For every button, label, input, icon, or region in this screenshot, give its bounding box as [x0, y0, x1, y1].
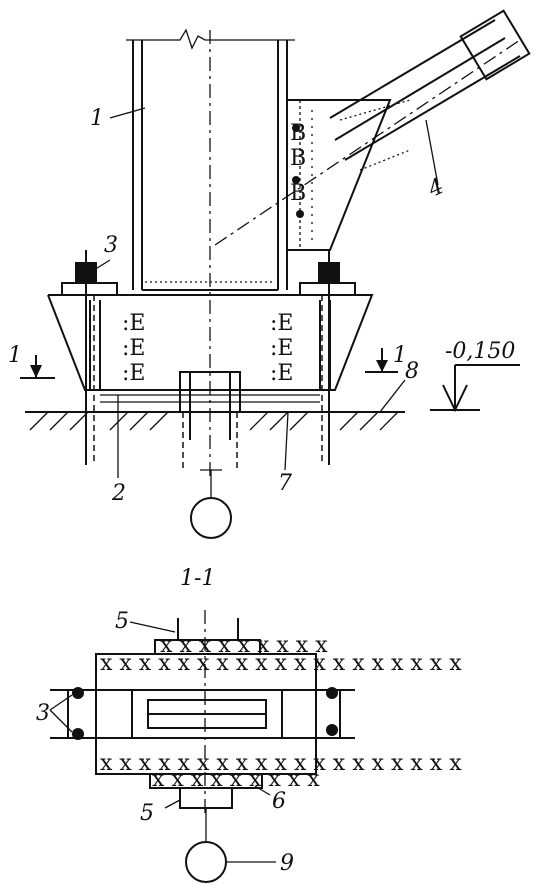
label-ground: 8	[405, 359, 419, 384]
svg-text::E: :E	[270, 361, 293, 386]
section-title: 1-1	[180, 566, 215, 591]
brace	[214, 9, 531, 246]
label-foundation-bolt: 9	[280, 851, 294, 876]
label-brace: 4	[424, 174, 448, 203]
label-channel-bottom: 5	[140, 801, 154, 826]
label-section-left: 1	[8, 343, 22, 368]
brace-gusset: B B B	[287, 99, 392, 251]
label-section-right: 1	[393, 343, 407, 368]
section-plan: x x x x x x x x x x x x x x x x x x x x …	[49, 610, 462, 883]
label-traverse: 2	[111, 481, 126, 506]
base-shoe: :E :E :E :E :E :E	[47, 250, 374, 470]
label-channel-top: 5	[115, 609, 129, 634]
label-column: 1	[90, 106, 104, 131]
label-elevation: -0,150	[445, 339, 515, 364]
svg-text:x x x x x x x x x x x x x x x: x x x x x x x x x x x x x x x x x x x	[100, 751, 462, 776]
ground	[25, 411, 405, 431]
label-grout: 7	[278, 471, 292, 496]
section-arrows	[20, 348, 398, 379]
label-bolt: 3	[104, 233, 118, 258]
label-bolt-plan: 3	[36, 701, 50, 726]
bolt-circle-elevation	[190, 497, 232, 539]
svg-text::E: :E	[122, 311, 145, 336]
svg-text::E: :E	[122, 336, 145, 361]
svg-text:x x x x x x x x x: x x x x x x x x x	[152, 767, 320, 792]
svg-text::E: :E	[122, 361, 145, 386]
svg-text:B: B	[290, 146, 306, 171]
svg-text:B: B	[290, 181, 306, 206]
svg-text:B: B	[290, 121, 306, 146]
elevation-mark	[430, 364, 520, 413]
svg-text::E: :E	[270, 336, 293, 361]
column-elevation	[126, 28, 295, 480]
label-plate: 6	[272, 789, 286, 814]
svg-text:x x x x x x x x x x x x x x x: x x x x x x x x x x x x x x x x x x x	[100, 651, 462, 676]
svg-text::E: :E	[270, 311, 293, 336]
